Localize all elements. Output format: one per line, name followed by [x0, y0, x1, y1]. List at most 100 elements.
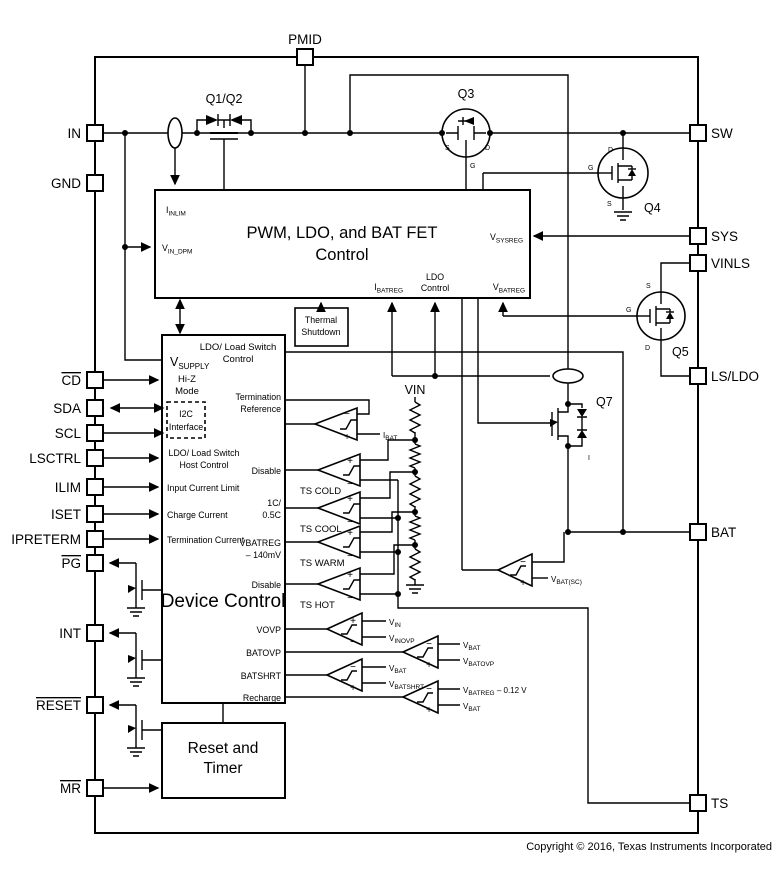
q5-label: Q5 — [672, 345, 689, 359]
ibat-input-label: IBAT — [383, 431, 397, 442]
comparator-batsc: − + VBAT(SC) — [462, 532, 582, 589]
q7-mosfet: Q7 I — [548, 394, 613, 532]
pin-lsldo — [689, 367, 707, 385]
pin-label-vinls: VINLS — [711, 256, 750, 271]
vin-label: VIN — [405, 383, 426, 397]
dc-termination-reference-line1: Termination — [236, 392, 282, 402]
reset-timer-line1: Reset and — [188, 740, 259, 757]
dc-vovp: VOVP — [257, 625, 282, 635]
dc-batshrt: BATSHRT — [241, 671, 282, 681]
pin-label-ts: TS — [711, 796, 728, 811]
q7-label: Q7 — [596, 395, 613, 409]
comparator-ts-cool: + − TS COOL — [285, 471, 415, 535]
pin-sw — [689, 124, 707, 142]
block-reset-timer: Reset and Timer — [161, 703, 286, 799]
dc-ldo-host-line2: Host Control — [180, 460, 229, 470]
wire-bat-node — [285, 351, 690, 533]
reset-timer-line2: Timer — [203, 760, 242, 777]
pin-label-ilim: ILIM — [55, 480, 81, 495]
batshrt-plus-sign: + — [350, 683, 356, 694]
ibat-minus-sign: − — [344, 409, 350, 420]
q7-current-label: I — [588, 455, 590, 462]
pin-sda — [86, 399, 104, 417]
q4-ground — [614, 211, 632, 221]
vovp-plus-label: VIN — [389, 618, 401, 629]
pin-label-scl: SCL — [55, 426, 82, 441]
thermal-line1: Thermal — [305, 315, 337, 325]
ibat-plus-sign: + — [344, 432, 350, 443]
dc-recharge: Recharge — [243, 693, 281, 703]
pin-label-lsctrl: LSCTRL — [29, 451, 81, 466]
dc-vbatreg140-line1: VBATREG — [240, 538, 282, 548]
q4-label: Q4 — [644, 201, 661, 215]
thermal-line2: Shutdown — [301, 327, 340, 337]
dc-termination-reference-line2: Reference — [240, 404, 281, 414]
ts-hot-minus-sign: − — [347, 593, 353, 604]
dc-ldo-ls-control-line1: LDO/ Load Switch — [200, 342, 277, 353]
dc-i2c-line2: Interface — [169, 422, 203, 432]
pin-label-cd: CD — [62, 373, 82, 388]
pin-in — [86, 124, 104, 142]
pin-scl — [86, 424, 104, 442]
dc-c-rate-line1: 1C/ — [267, 498, 281, 508]
q7-sense-ellipse — [552, 368, 584, 384]
vovp-minus-sign: − — [350, 637, 356, 648]
batshrt-plus-label: VBATSHRT — [389, 680, 424, 691]
pwm-vsysreg-label: VSYSREG — [490, 232, 523, 245]
batovp-plus-label: VBATOVP — [463, 657, 494, 668]
q1-q2-label: Q1/Q2 — [206, 92, 243, 106]
device-control-title: Device Control — [161, 591, 286, 612]
pin-labels: PMID IN GND CD SDA SCL LSCTRL ILIM ISET … — [11, 32, 759, 811]
reset-output-fet — [108, 700, 162, 757]
pin-label-sda: SDA — [53, 401, 81, 416]
pin-label-mr: MR — [60, 781, 81, 796]
batovp-minus-label: VBAT — [463, 641, 481, 652]
pin-label-sw: SW — [711, 126, 733, 141]
pin-lsctrl — [86, 449, 104, 467]
pin-label-pg: PG — [61, 556, 81, 571]
recharge-plus-sign: + — [426, 705, 432, 716]
ts-cold-plus-sign: + — [347, 456, 353, 467]
pwm-title-line1: PWM, LDO, and BAT FET — [246, 224, 437, 242]
pin-label-ipreterm: IPRETERM — [11, 532, 81, 547]
pwm-ldo-control-line1: LDO — [426, 272, 444, 282]
ts-warm-plus-sign: + — [347, 528, 353, 539]
q1-q2-mosfet: Q1/Q2 — [196, 92, 252, 190]
int-output-fet — [108, 628, 162, 687]
dc-vbatreg140-line2: – 140mV — [246, 550, 281, 560]
comparator-batovp: − + VBAT VBATOVP — [285, 634, 494, 671]
pin-bat — [689, 523, 707, 541]
q4-drain-label: D — [608, 147, 613, 154]
dc-batovp: BATOVP — [246, 648, 281, 658]
recharge-minus-label: VBATREG – 0.12 V — [463, 686, 527, 697]
dc-charge-current: Charge Current — [167, 510, 228, 520]
i2c-interface-box — [166, 401, 206, 439]
input-current-sense — [167, 117, 183, 186]
q3-source-label: S — [445, 145, 450, 152]
ts-hot-label: TS HOT — [300, 600, 335, 611]
pin-cd — [86, 371, 104, 389]
pwm-ibatreg-label: IBATREG — [374, 282, 403, 295]
q3-gate-label: G — [470, 163, 475, 170]
vin-resistor-ladder: VIN — [405, 383, 426, 594]
dc-input-current-limit: Input Current Limit — [167, 483, 240, 493]
recharge-plus-label: VBAT — [463, 702, 481, 713]
wire-ts-sense — [397, 480, 690, 804]
dc-disable2: Disable — [252, 580, 281, 590]
pwm-title-line2: Control — [315, 246, 368, 264]
comparator-ibat: − + IBAT — [285, 399, 397, 443]
recharge-minus-sign: − — [426, 684, 432, 695]
vovp-minus-label: VINOVP — [389, 634, 415, 645]
batovp-minus-sign: − — [426, 639, 432, 650]
pins — [86, 48, 707, 812]
comparator-recharge: − + VBATREG – 0.12 V VBAT — [285, 679, 527, 716]
ts-warm-label: TS WARM — [300, 558, 345, 569]
pwm-ldo-control-line2: Control — [421, 283, 449, 293]
ts-cool-label: TS COOL — [300, 524, 342, 535]
comparator-ts-warm: + − TS WARM — [285, 511, 415, 569]
pin-iset — [86, 505, 104, 523]
batshrt-minus-label: VBAT — [389, 664, 407, 675]
left-pin-wires — [103, 375, 165, 793]
comparator-ts-cold: + − TS COLD — [285, 439, 415, 497]
